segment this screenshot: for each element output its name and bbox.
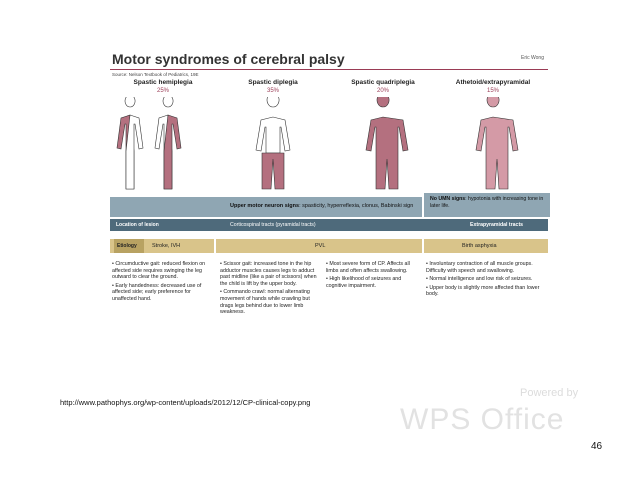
- lesion-location-label: Location of lesion: [116, 222, 159, 228]
- column-percent-diplegia: 35%: [266, 88, 279, 94]
- hemiplegia-note-1: • Circumductive gait: reduced flexion on…: [112, 261, 206, 281]
- etiology-hemiplegia: Stroke, IVH: [152, 243, 181, 249]
- column-heading-diplegia: Spastic diplegia: [248, 79, 298, 86]
- quadriplegia-note-2: • High likelihood of seizures and cognit…: [326, 276, 402, 289]
- etiology-divider: [422, 239, 424, 253]
- etiology-athetoid: Birth asphyxia: [462, 243, 497, 249]
- column-percent-hemiplegia: 25%: [156, 88, 169, 94]
- athetoid-note-1: • Involuntary contraction of all muscle …: [426, 261, 533, 274]
- no-umn-signs-box: No UMN signs: hypotonia with increasing …: [422, 193, 550, 217]
- extrapyramidal-tracts-label: Extrapyramidal tracts: [470, 222, 524, 228]
- athetoid-notes: • Involuntary contraction of all muscle …: [426, 261, 546, 300]
- watermark-wps-office: WPS Office: [400, 403, 565, 436]
- no-umn-signs-text: No UMN signs: hypotonia with increasing …: [430, 196, 544, 209]
- quadriplegia-notes: • Most severe form of CP. Affects all li…: [326, 261, 421, 291]
- hemiplegia-note-2: • Early handedness: decreased use of aff…: [112, 282, 202, 302]
- diplegia-body-figure-icon: [255, 97, 291, 190]
- etiology-divider: [214, 239, 216, 253]
- lesion-location-band: Location of lesion Corticospinal tracts …: [110, 219, 548, 231]
- column-heading-quadriplegia: Spastic quadriplegia: [351, 79, 415, 86]
- diplegia-notes: • Scissor gait: increased tone in the hi…: [220, 261, 320, 318]
- quadriplegia-body-figure-icon: [365, 97, 409, 190]
- page-number: 46: [591, 441, 603, 452]
- corticospinal-tracts-label: Corticospinal tracts (pyramidal tracts): [230, 222, 316, 228]
- title-divider: [110, 69, 548, 70]
- umn-signs-text: Upper motor neuron signs: spasticity, hy…: [230, 203, 414, 209]
- etiology-label: Etiology: [117, 243, 137, 249]
- cerebral-palsy-figure: Motor syndromes of cerebral palsy Eric W…: [108, 47, 550, 357]
- etiology-pvl: PVL: [315, 243, 326, 249]
- etiology-label-box: Etiology: [114, 239, 144, 253]
- athetoid-body-figure-icon: [475, 97, 519, 190]
- athetoid-note-3: • Upper body is slightly more affected t…: [426, 284, 540, 298]
- column-heading-hemiplegia: Spastic hemiplegia: [133, 79, 193, 86]
- figure-author: Eric Wong: [521, 55, 544, 61]
- hemiplegia-body-figure-icon: [116, 97, 182, 190]
- hemiplegia-notes: • Circumductive gait: reduced flexion on…: [112, 261, 212, 305]
- figure-title: Motor syndromes of cerebral palsy: [112, 51, 345, 67]
- column-heading-athetoid: Athetoid/extrapyramidal: [455, 79, 531, 86]
- column-percent-athetoid: 15%: [486, 88, 499, 94]
- watermark-powered-by: Powered by: [520, 387, 579, 399]
- etiology-band: Etiology Stroke, IVH PVL Birth asphyxia: [110, 239, 548, 253]
- diplegia-note-1: • Scissor gait: increased tone in the hi…: [220, 261, 317, 287]
- figure-source: Source: Nelson Textbook of Pediatrics, 1…: [112, 72, 199, 77]
- source-url-link[interactable]: http://www.pathophys.org/wp-content/uplo…: [60, 398, 311, 407]
- column-percent-quadriplegia: 20%: [376, 88, 389, 94]
- diplegia-note-2: • Commando crawl: normal alternating mov…: [220, 289, 310, 316]
- quadriplegia-note-1: • Most severe form of CP. Affects all li…: [326, 261, 410, 274]
- athetoid-note-2: • Normal intelligence and low risk of se…: [426, 276, 533, 283]
